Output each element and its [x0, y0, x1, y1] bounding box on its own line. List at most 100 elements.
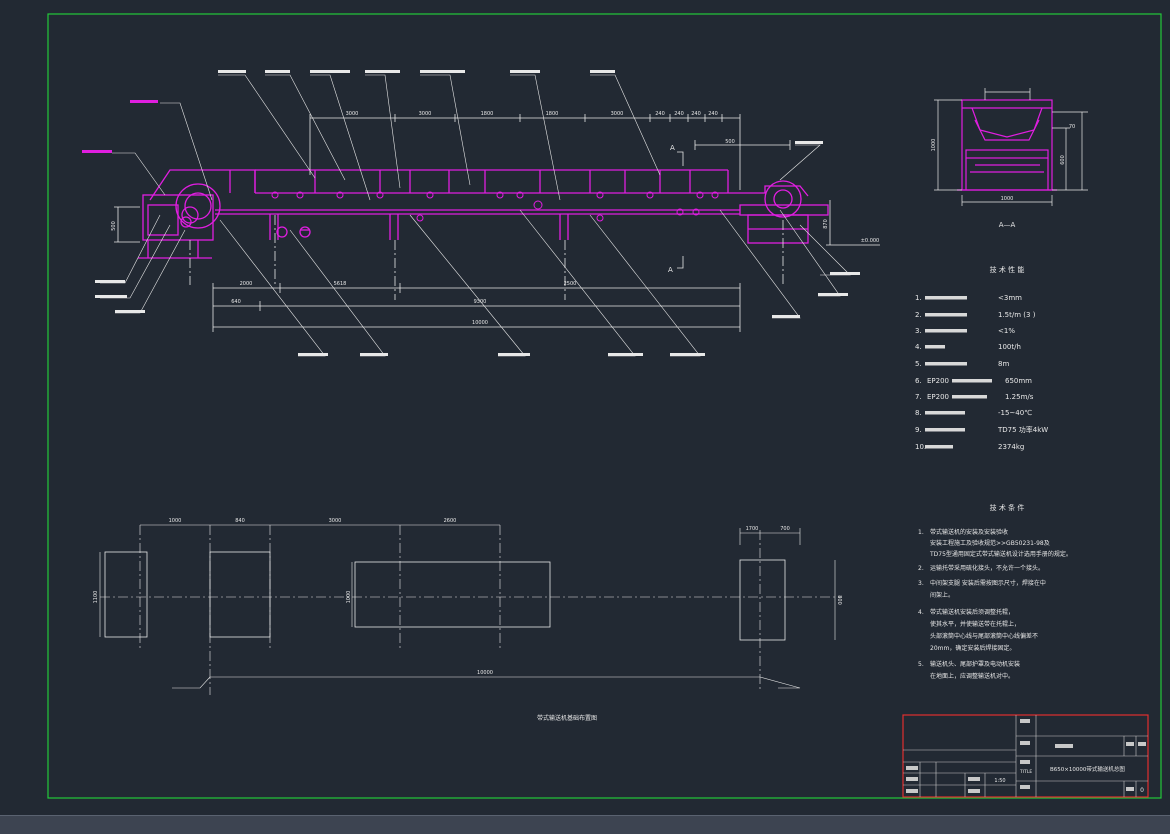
- dim-bottom2-0: 640: [231, 299, 241, 305]
- param-no-2: 2.: [915, 311, 922, 319]
- param-value-4: 100t/h: [998, 343, 1021, 351]
- tech-params-values: <3mm 1.5t/m (3 ) <1% 100t/h 8m 650mm 1.2…: [997, 294, 1048, 451]
- found-dim-top-0: 1000: [169, 518, 182, 524]
- found-dim-bottom: 10000: [477, 670, 493, 676]
- section-dim-h1: 600: [1060, 155, 1066, 165]
- tech-params-numbers: 1. 2. 3. 4. 5. 6. 7. 8. 9. 10. EP200 EP2…: [915, 294, 949, 451]
- elevation-mark: ±0.000: [861, 238, 880, 244]
- found-dim-top-4: 1700: [746, 526, 759, 532]
- req-2-line-1: 运输托带采用硫化接头，不允许一个接头。: [930, 564, 1044, 572]
- req-4-line-2: 使其水平，并使输送带在托辊上，: [930, 620, 1020, 628]
- section-mark-bottom: A: [668, 266, 673, 274]
- technical-requirements: 技 术 条 件 1. 带式输送机的安装及安装验收 安装工程施工及验收规范>>GB…: [918, 503, 1072, 680]
- title-block-title-en: TITLE: [1019, 769, 1032, 775]
- req-3-line-1: 中间架支腿 安装后需按图示尺寸，焊接在中: [930, 579, 1046, 587]
- tech-params-title: 技 术 性 能: [990, 265, 1025, 274]
- conveyor-structure: [138, 169, 829, 259]
- tech-reqs-title: 技 术 条 件: [990, 503, 1025, 512]
- title-block-sheet: 0: [1140, 787, 1144, 794]
- foundation-plan: 1000 840 3000 2600 1700 700 1100 1000 80…: [93, 518, 842, 722]
- param-value-8: -15~40℃: [998, 409, 1032, 417]
- foundation-dimension-lines: [99, 524, 836, 689]
- req-1-line-1: 带式输送机的安装及安装验收: [930, 528, 1008, 536]
- title-block-drawing-title: B650×10000带式输送机总图: [1050, 765, 1125, 773]
- param-no-6: 6.: [915, 377, 922, 385]
- req-1-line-3: TD75型通用固定式带式输送机设计选用手册的规定。: [929, 550, 1072, 558]
- req-4-line-3: 头部滚筒中心线与尾部滚筒中心线偏差不: [930, 632, 1038, 640]
- param-value-1: <3mm: [998, 294, 1022, 302]
- dim-top-3: 1800: [546, 111, 559, 117]
- found-dim-right: 800: [836, 595, 842, 605]
- dim-top-2: 1800: [481, 111, 494, 117]
- req-no-4: 4.: [918, 609, 924, 616]
- req-4-line-1: 带式输送机安装后须调整托辊，: [930, 608, 1014, 616]
- foundation-dimension-texts: 1000 840 3000 2600 1700 700 1100 1000 80…: [93, 518, 842, 676]
- dim-bottom1-1: 5618: [334, 281, 347, 287]
- section-label: A—A: [999, 221, 1016, 229]
- found-dim-top-5: 700: [780, 526, 790, 532]
- main-dimension-texts: 3000 3000 1800 1800 3000 240 240 240 240…: [111, 111, 879, 326]
- section-a-a-view: 1000 600 1000 70 A—A: [931, 88, 1088, 229]
- param-value-6: 650mm: [1005, 377, 1032, 385]
- param-label-7: EP200: [927, 393, 949, 401]
- param-value-9: TD75 功率4kW: [997, 425, 1048, 434]
- req-5-line-1: 输送机头、尾部护罩及电动机安装: [930, 660, 1020, 668]
- dim-top-4: 3000: [611, 111, 624, 117]
- dim-top-0: 3000: [346, 111, 359, 117]
- param-value-2: 1.5t/m (3 ): [998, 311, 1036, 319]
- cad-drawing: 3000 3000 1800 1800 3000 240 240 240 240…: [0, 0, 1170, 815]
- title-block-scale: 1:50: [994, 778, 1005, 784]
- section-frame: [957, 99, 1057, 191]
- dim-a: 500: [725, 139, 735, 145]
- section-dim-h2: 1000: [931, 139, 937, 152]
- dim-bottom1-2: 2500: [564, 281, 577, 287]
- found-dim-mid: 1000: [346, 591, 352, 604]
- param-no-8: 8.: [915, 409, 922, 417]
- param-name-placeholders: [925, 296, 992, 449]
- param-label-6: EP200: [927, 377, 949, 385]
- param-no-10: 10.: [915, 443, 926, 451]
- dim-top-7: 240: [691, 111, 701, 117]
- title-block: TITLE B650×10000带式输送机总图 1:50 0: [902, 714, 1149, 798]
- found-dim-top-1: 840: [235, 518, 245, 524]
- carrier-idlers: [271, 191, 719, 222]
- dim-bottom2-1: 9300: [474, 299, 487, 305]
- leader-tags: [82, 70, 860, 356]
- section-mark-top: A: [670, 144, 675, 152]
- title-block-grid: [903, 715, 1148, 797]
- req-no-3: 3.: [918, 580, 924, 587]
- section-dimension-lines: [934, 88, 1088, 206]
- req-4-line-4: 20mm，确定安装后焊接固定。: [930, 644, 1015, 652]
- technical-parameters: 技 术 性 能 1. 2. 3. 4. 5. 6. 7. 8. 9. 10. E…: [915, 265, 1048, 451]
- drawing-frame: [47, 13, 1162, 799]
- req-no-1: 1.: [918, 529, 924, 536]
- section-dim-width: 1000: [1001, 196, 1014, 202]
- param-no-1: 1.: [915, 294, 922, 302]
- main-centerlines: [189, 215, 784, 300]
- cad-status-bar: [0, 815, 1170, 834]
- section-dimension-texts: 1000 600 1000 70: [931, 124, 1075, 202]
- conveyor-main-view: 3000 3000 1800 1800 3000 240 240 240 240…: [82, 70, 880, 357]
- req-3-line-2: 间架上。: [930, 591, 954, 599]
- req-no-2: 2.: [918, 565, 924, 572]
- model-space-background: [0, 0, 1170, 815]
- param-value-5: 8m: [998, 360, 1009, 368]
- dim-top-1: 3000: [419, 111, 432, 117]
- req-5-line-2: 在地面上，应调整输送机对中。: [930, 672, 1014, 680]
- dim-height-right: 870: [823, 219, 829, 229]
- main-dimension-lines: [114, 114, 880, 332]
- dim-bottom1-0: 2000: [240, 281, 253, 287]
- param-value-10: 2374kg: [998, 443, 1024, 451]
- param-no-7: 7.: [915, 393, 922, 401]
- param-no-4: 4.: [915, 343, 922, 351]
- param-value-7: 1.25m/s: [1005, 393, 1034, 401]
- dim-top-6: 240: [674, 111, 684, 117]
- found-dim-top-2: 3000: [329, 518, 342, 524]
- dim-height-left: 500: [111, 221, 117, 231]
- param-no-9: 9.: [915, 426, 922, 434]
- dim-top-8: 240: [708, 111, 718, 117]
- param-no-5: 5.: [915, 360, 922, 368]
- found-dim-top-3: 2600: [444, 518, 457, 524]
- param-no-3: 3.: [915, 327, 922, 335]
